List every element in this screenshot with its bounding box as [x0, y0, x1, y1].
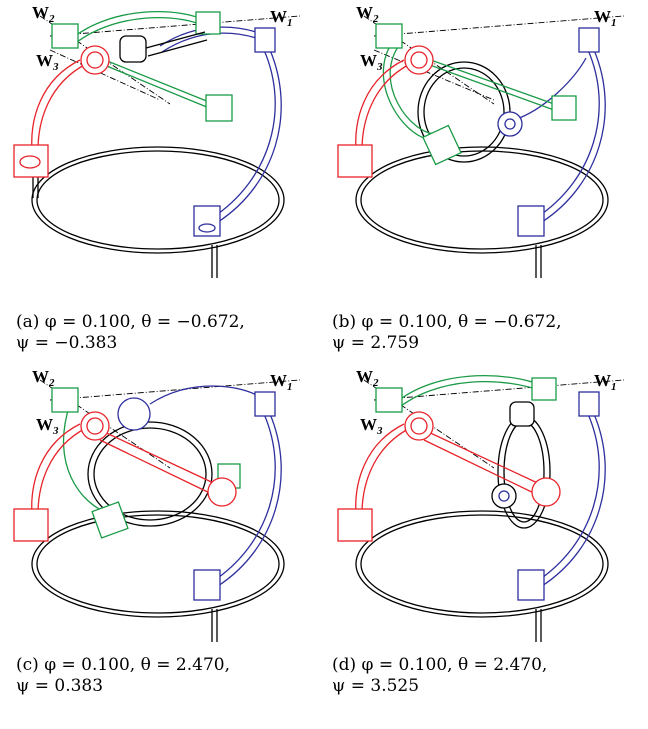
- axis-label-w3: W3: [36, 415, 59, 437]
- black-coupler: [119, 31, 208, 63]
- axis-label-w2: W2: [356, 367, 379, 389]
- blue-arm: [497, 27, 606, 237]
- blue-arm: [159, 26, 282, 237]
- mechanism-diagram-b: W2 W1 W3: [337, 3, 625, 278]
- black-ring: [497, 415, 551, 529]
- red-arm: [337, 45, 434, 178]
- caption-b-line2: ψ = 2.759: [332, 333, 420, 353]
- panel-d: W2 W1 W3: [324, 364, 648, 728]
- green-arm: [375, 375, 557, 413]
- green-arm: [375, 23, 577, 166]
- axis-label-w3: W3: [360, 51, 383, 73]
- axis-label-w3: W3: [36, 51, 59, 73]
- mechanism-diagram-d: W2 W1 W3: [337, 367, 625, 642]
- base-ring: [355, 146, 609, 278]
- caption-d: (d) φ = 0.100, θ = 2.470, ψ = 3.525: [332, 655, 648, 697]
- blue-arm: [117, 385, 282, 601]
- caption-a-line2: ψ = −0.383: [16, 333, 118, 353]
- panel-b: W2 W1 W3: [324, 0, 648, 364]
- panel-c: W2 W1 W3: [0, 364, 324, 728]
- black-coupler: [491, 401, 535, 509]
- caption-b: (b) φ = 0.100, θ = −0.672, ψ = 2.759: [332, 312, 648, 354]
- black-ring: [87, 421, 213, 527]
- panel-a: W2 W1 W3: [0, 0, 324, 364]
- mechanism-diagram-a: W2 W1 W3: [13, 3, 301, 278]
- axis-label-w1: W1: [270, 7, 293, 29]
- axis-label-w1: W1: [594, 371, 617, 393]
- caption-b-line1: (b) φ = 0.100, θ = −0.672,: [332, 312, 562, 332]
- axis-label-w2: W2: [356, 3, 379, 25]
- base-ring: [355, 510, 609, 642]
- axis-label-w1: W1: [270, 371, 293, 393]
- red-arm: [13, 411, 237, 542]
- caption-c-line2: ψ = 0.383: [16, 676, 104, 696]
- axis-label-w1: W1: [594, 7, 617, 29]
- axis-label-w2: W2: [32, 3, 55, 25]
- base-ring: [31, 146, 285, 278]
- caption-d-line2: ψ = 3.525: [332, 676, 420, 696]
- blue-arm: [517, 391, 606, 601]
- base-ring: [31, 510, 285, 642]
- red-arm: [337, 411, 561, 542]
- axis-label-w3: W3: [360, 415, 383, 437]
- red-arm: [13, 45, 110, 178]
- caption-c: (c) φ = 0.100, θ = 2.470, ψ = 0.383: [16, 655, 334, 697]
- caption-a: (a) φ = 0.100, θ = −0.672, ψ = −0.383: [16, 312, 334, 354]
- caption-c-line1: (c) φ = 0.100, θ = 2.470,: [16, 655, 230, 675]
- mechanism-diagram-c: W2 W1 W3: [13, 367, 301, 642]
- caption-d-line1: (d) φ = 0.100, θ = 2.470,: [332, 655, 548, 675]
- green-arm: [51, 11, 233, 122]
- axis-label-w2: W2: [32, 367, 55, 389]
- caption-a-line1: (a) φ = 0.100, θ = −0.672,: [16, 312, 245, 332]
